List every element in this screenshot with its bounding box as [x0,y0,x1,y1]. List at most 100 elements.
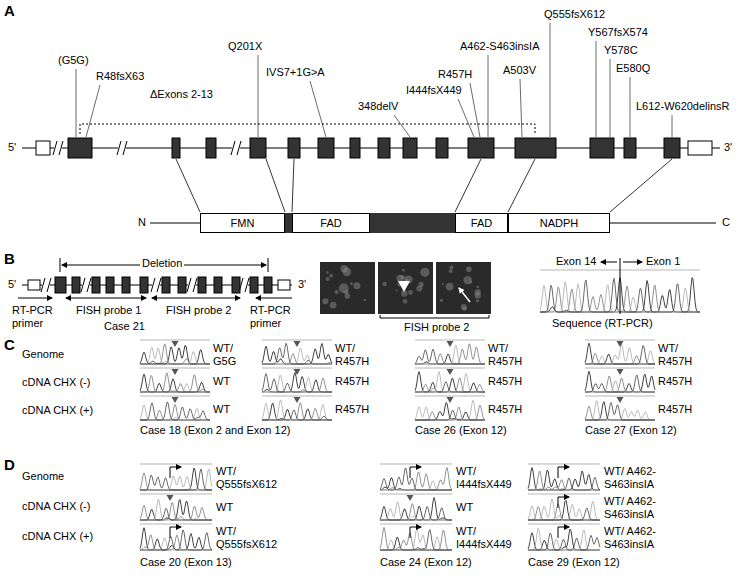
figure-label: WT/ A462-S463insIA [604,525,688,551]
chromatogram-trace [262,403,332,420]
fish-signal [403,299,408,304]
junction-line [620,258,621,314]
chromatogram-trace [140,392,210,393]
figure-label: Q555fsX612 [544,8,605,21]
frameshift-arrow [558,497,569,508]
figure-label: WT/ A462-S463insIA [604,495,688,521]
chromatogram-trace [528,477,600,490]
break-mark [157,278,161,292]
fish-signal [475,289,481,295]
figure-label: Q201X [228,40,262,53]
break-mark [41,278,45,292]
exon-box [624,138,636,158]
exon-box [378,138,390,158]
exon-box [72,277,80,293]
chromatogram-trace [380,504,452,520]
primer-arrow [256,298,292,299]
chromatogram-trace [585,403,655,420]
chromatogram-trace [262,378,332,392]
figure-label: R457H [658,375,692,388]
figure-label: R48fsX63 [96,70,144,83]
figure-label: A503V [503,64,536,77]
figure-label: R457H [488,375,522,388]
chromatogram-rule [380,524,452,525]
domain-label: FAD [471,217,492,230]
chromatogram-trace [528,533,600,550]
fish-signal [326,271,329,274]
figure-label: cDNA CHX (-) [22,500,90,513]
panel-letter: C [4,336,15,353]
variant-marker [167,495,174,501]
fish-signal [463,276,471,284]
protein-backbone [150,223,200,224]
chromatogram-rule [528,464,600,465]
break-mark [237,141,241,155]
figure-label: I444fsX449 [406,84,462,97]
chromatogram-rule [262,340,332,341]
leader-line [520,79,522,137]
domain-label: FMN [231,217,255,230]
primer-arrow [18,298,52,299]
leader-line [610,59,611,137]
chromatogram-trace [585,345,655,364]
chromatogram-trace [528,529,600,550]
figure-label: R457H [488,403,522,416]
chromatogram-rule [528,494,600,495]
exon-box [55,277,66,293]
figure-label: 3' [724,141,732,154]
deletion-bracket [80,124,535,134]
figure-label: Y578C [604,44,638,57]
exon-domain-line [508,159,535,212]
break-mark [53,141,57,155]
fish-signal [476,299,479,302]
chromatogram-trace [415,400,485,420]
exon-box [318,138,334,158]
chromatogram-trace [262,400,332,420]
chromatogram-rule [380,464,452,465]
variant-marker [617,341,624,347]
chromatogram-trace [380,506,452,520]
fish-signal [353,282,360,289]
fish-signal [466,267,472,273]
break-gap [188,276,196,294]
chromatogram-trace [140,345,210,364]
fish-signal [330,302,337,309]
exon-box [468,138,494,158]
chromatogram-trace [140,535,212,550]
leader-line [550,23,551,137]
chromatogram-rule [140,396,210,397]
figure-label: cDNA CHX (+) [22,530,93,543]
variant-marker [617,369,624,375]
exon-domain-line [176,159,200,212]
chromatogram-trace [380,468,452,490]
exon-box [403,138,417,158]
chromatogram-rule [415,368,485,369]
chromatogram-trace [585,345,655,364]
break-gap [232,139,240,157]
variant-marker [294,369,301,375]
figure-label: WT/ G5G [213,342,241,368]
bracket-tick [60,258,61,272]
figure-label: Case 29 (Exon 12) [528,556,620,569]
fish-signal [344,290,348,294]
fish-signal [461,304,467,310]
break-mark [187,278,191,292]
fish-signal [446,283,454,291]
leader-line [310,81,326,137]
figure-label: 348delV [358,100,398,113]
figure-label: 3' [298,278,306,291]
fish-signal [402,269,405,272]
chromatogram-trace [528,471,600,490]
figure-label: Exon 1 [646,255,680,268]
exon-box [140,277,148,293]
fish-signal [350,282,353,285]
figure-label: WT/ Q555fsX612 [216,465,282,491]
break-gap [82,276,90,294]
exon-domain-line [292,159,294,212]
fish-signal [449,269,453,273]
leader-line [596,41,597,137]
break-mark [81,278,85,292]
fish-image [320,262,375,314]
figure-label: Sequence (RT-PCR) [552,317,653,330]
